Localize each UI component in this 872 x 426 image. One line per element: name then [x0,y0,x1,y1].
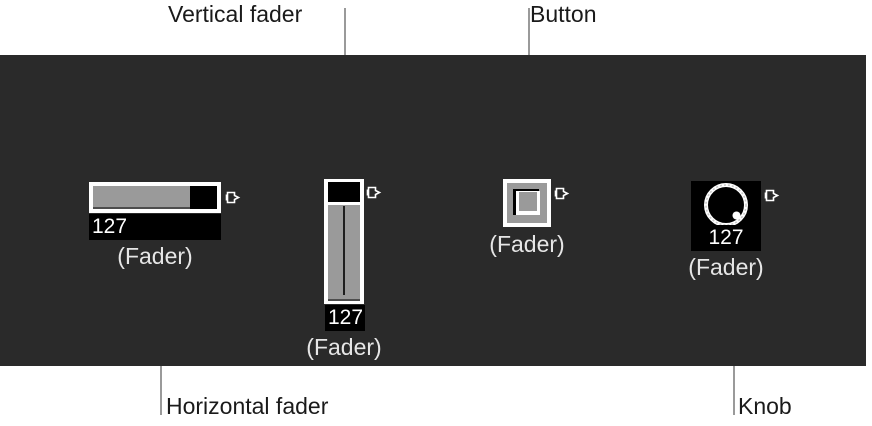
flag-arrow-icon[interactable] [366,184,383,201]
horizontal-fader-frame[interactable] [89,182,221,213]
button-caption: (Fader) [489,231,565,257]
horizontal-fader-caption: (Fader) [117,243,193,269]
knob-value[interactable]: 127 [691,225,761,251]
callout-label-button: Button [530,1,597,27]
vertical-fader-needle [343,206,345,295]
callout-label-horizontal-fader: Horizontal fader [166,393,329,419]
flag-arrow-icon[interactable] [554,185,571,202]
knob-frame[interactable]: 127 [691,181,761,251]
horizontal-fader-value[interactable]: 127 [89,214,221,240]
vertical-fader-caption: (Fader) [306,334,382,360]
vertical-fader-cap [328,182,360,202]
flag-arrow-icon[interactable] [225,189,242,206]
vertical-fader-widget[interactable]: 127 (Fader) [306,179,382,360]
knob-caption: (Fader) [688,254,764,280]
callout-label-knob: Knob [738,393,792,419]
callout-label-vertical-fader: Vertical fader [168,1,303,27]
vertical-fader-value[interactable]: 127 [325,305,365,331]
button-cap [519,192,537,211]
control-panel: 127 (Fader) 127 (Fader) (Fader) [0,55,866,366]
button-widget[interactable]: (Fader) [489,179,570,257]
horizontal-fader-fill [93,186,190,209]
vertical-fader-frame[interactable] [324,179,364,304]
flag-arrow-icon[interactable] [764,187,781,204]
horizontal-fader-widget[interactable]: 127 (Fader) [89,182,241,269]
button-frame[interactable] [503,179,551,227]
knob-widget[interactable]: 127 (Fader) [688,181,780,280]
